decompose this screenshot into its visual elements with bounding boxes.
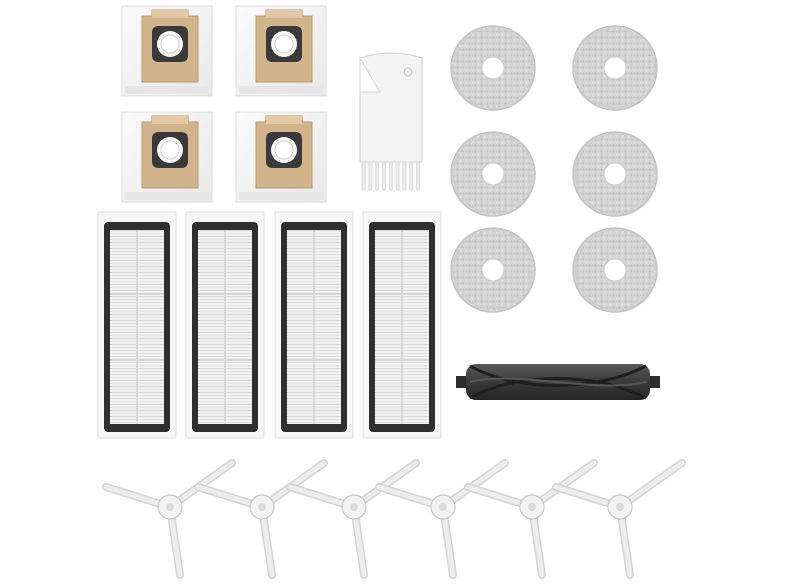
mop-pad-icon <box>572 131 658 217</box>
side-brush-icon <box>464 459 598 579</box>
hepa-filter-icon <box>185 211 265 439</box>
dust-bag-icon <box>235 5 327 97</box>
hepa-filter-icon <box>274 211 354 439</box>
mop-pad-icon <box>572 25 658 111</box>
roller-brush-icon <box>456 364 660 400</box>
cleaning-comb-icon <box>359 52 423 191</box>
dust-bag-icon <box>121 111 213 203</box>
mop-pad-icon <box>450 25 536 111</box>
mop-pad-icon <box>450 131 536 217</box>
mop-pad-icon <box>450 227 536 313</box>
side-brush-icon <box>102 459 236 579</box>
dust-bag-icon <box>235 111 327 203</box>
mop-pad-icon <box>572 227 658 313</box>
dust-bag-icon <box>121 5 213 97</box>
hepa-filter-icon <box>97 211 177 439</box>
side-brush-icon <box>194 459 328 579</box>
hepa-filter-icon <box>362 211 442 439</box>
side-brush-icon <box>552 459 686 579</box>
